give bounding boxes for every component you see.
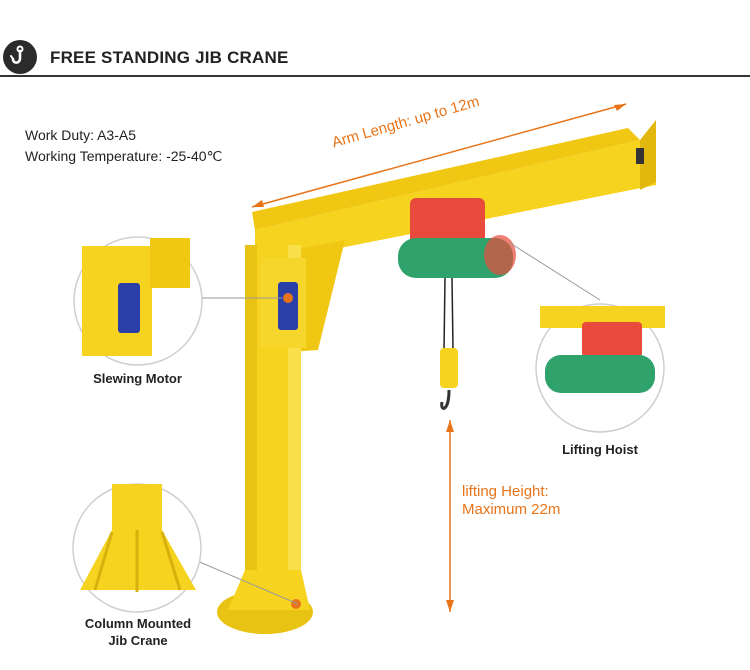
- column-base-detail: [72, 483, 202, 613]
- hoist-part: [398, 198, 516, 410]
- slewing-motor-part: [278, 282, 298, 330]
- lifting-height-value: Maximum 22m: [462, 501, 561, 518]
- arm-length-arrow: [251, 103, 627, 208]
- lifting-hoist-label: Lifting Hoist: [562, 442, 638, 457]
- slewing-motor-label: Slewing Motor: [93, 371, 182, 386]
- lifting-hoist-detail: [535, 303, 665, 433]
- working-temperature-text: Working Temperature: -25-40℃: [25, 148, 223, 164]
- column-connector: [194, 559, 299, 605]
- page-title: FREE STANDING JIB CRANE: [50, 48, 289, 67]
- slewing-motor-detail: [73, 236, 203, 366]
- lifting-height-label: lifting Height:: [462, 483, 549, 500]
- column-label-line2: Jib Crane: [108, 633, 168, 648]
- lifting-height-arrow: [446, 420, 454, 612]
- hoist-connector: [509, 242, 601, 301]
- hook-icon: [3, 40, 37, 74]
- header-bar: FREE STANDING JIB CRANE: [0, 36, 750, 78]
- column-mounted-label: Column Mounted Jib Crane: [68, 615, 208, 649]
- work-duty-text: Work Duty: A3-A5: [25, 127, 137, 143]
- column-label-line1: Column Mounted: [84, 616, 192, 631]
- header-divider: [0, 75, 750, 77]
- column-base: [217, 570, 313, 634]
